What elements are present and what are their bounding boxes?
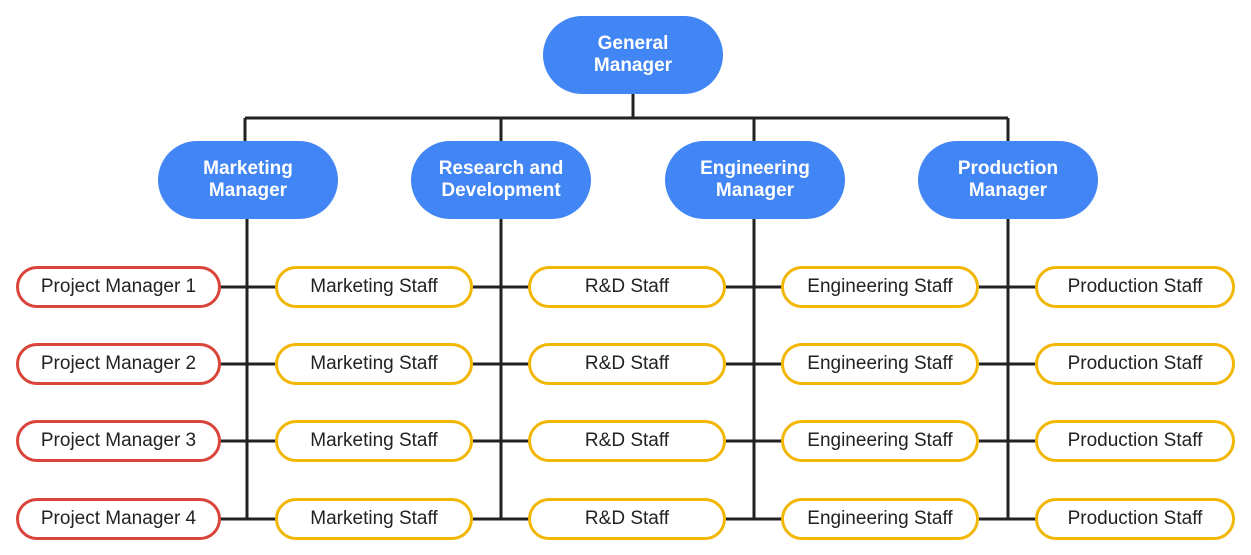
- project-manager-node: Project Manager 1: [16, 266, 221, 308]
- node-label: Production Staff: [1067, 353, 1203, 374]
- node-label: Project Manager 3: [40, 430, 197, 451]
- node-label: R&D Staff: [584, 276, 670, 297]
- node-label: Engineering Staff: [807, 276, 953, 297]
- node-label: R&D Staff: [584, 508, 670, 529]
- marketing-staff-node: Marketing Staff: [275, 343, 473, 385]
- marketing-staff-node: Marketing Staff: [275, 266, 473, 308]
- node-line-2: Manager: [593, 55, 673, 76]
- node-label: Marketing Staff: [310, 508, 438, 529]
- node-line-2: Manager: [208, 180, 288, 201]
- rnd-staff-node: R&D Staff: [528, 343, 726, 385]
- node-label: Production Staff: [1067, 430, 1203, 451]
- node-label: Marketing Staff: [310, 353, 438, 374]
- production-staff-node: Production Staff: [1035, 266, 1235, 308]
- rnd-staff-node: R&D Staff: [528, 498, 726, 540]
- project-manager-node: Project Manager 2: [16, 343, 221, 385]
- general-manager-node: General Manager: [543, 16, 723, 94]
- production-manager-node: Production Manager: [918, 141, 1098, 219]
- node-label: Engineering Staff: [807, 353, 953, 374]
- node-line-2: Manager: [968, 180, 1048, 201]
- node-label: Project Manager 4: [40, 508, 197, 529]
- production-staff-node: Production Staff: [1035, 343, 1235, 385]
- rnd-manager-node: Research and Development: [411, 141, 591, 219]
- node-label: Engineering Staff: [807, 430, 953, 451]
- node-label: Production Staff: [1067, 276, 1203, 297]
- production-staff-node: Production Staff: [1035, 420, 1235, 462]
- project-manager-node: Project Manager 4: [16, 498, 221, 540]
- node-label: Engineering Staff: [807, 508, 953, 529]
- node-line-1: Marketing: [203, 158, 293, 179]
- engineering-staff-node: Engineering Staff: [781, 420, 979, 462]
- node-label: Marketing Staff: [310, 430, 438, 451]
- node-line-1: Research and: [438, 158, 564, 179]
- project-manager-node: Project Manager 3: [16, 420, 221, 462]
- rnd-staff-node: R&D Staff: [528, 420, 726, 462]
- rnd-staff-node: R&D Staff: [528, 266, 726, 308]
- node-label: R&D Staff: [584, 353, 670, 374]
- marketing-manager-node: Marketing Manager: [158, 141, 338, 219]
- node-line-2: Development: [441, 180, 561, 201]
- engineering-staff-node: Engineering Staff: [781, 343, 979, 385]
- node-label: Project Manager 1: [40, 276, 197, 297]
- node-label: Project Manager 2: [40, 353, 197, 374]
- engineering-manager-node: Engineering Manager: [665, 141, 845, 219]
- marketing-staff-node: Marketing Staff: [275, 498, 473, 540]
- engineering-staff-node: Engineering Staff: [781, 266, 979, 308]
- node-line-1: Engineering: [700, 158, 810, 179]
- node-label: R&D Staff: [584, 430, 670, 451]
- node-label: Production Staff: [1067, 508, 1203, 529]
- node-label: Marketing Staff: [310, 276, 438, 297]
- node-line-1: General: [597, 33, 669, 54]
- node-line-2: Manager: [715, 180, 795, 201]
- marketing-staff-node: Marketing Staff: [275, 420, 473, 462]
- node-line-1: Production: [957, 158, 1059, 179]
- engineering-staff-node: Engineering Staff: [781, 498, 979, 540]
- production-staff-node: Production Staff: [1035, 498, 1235, 540]
